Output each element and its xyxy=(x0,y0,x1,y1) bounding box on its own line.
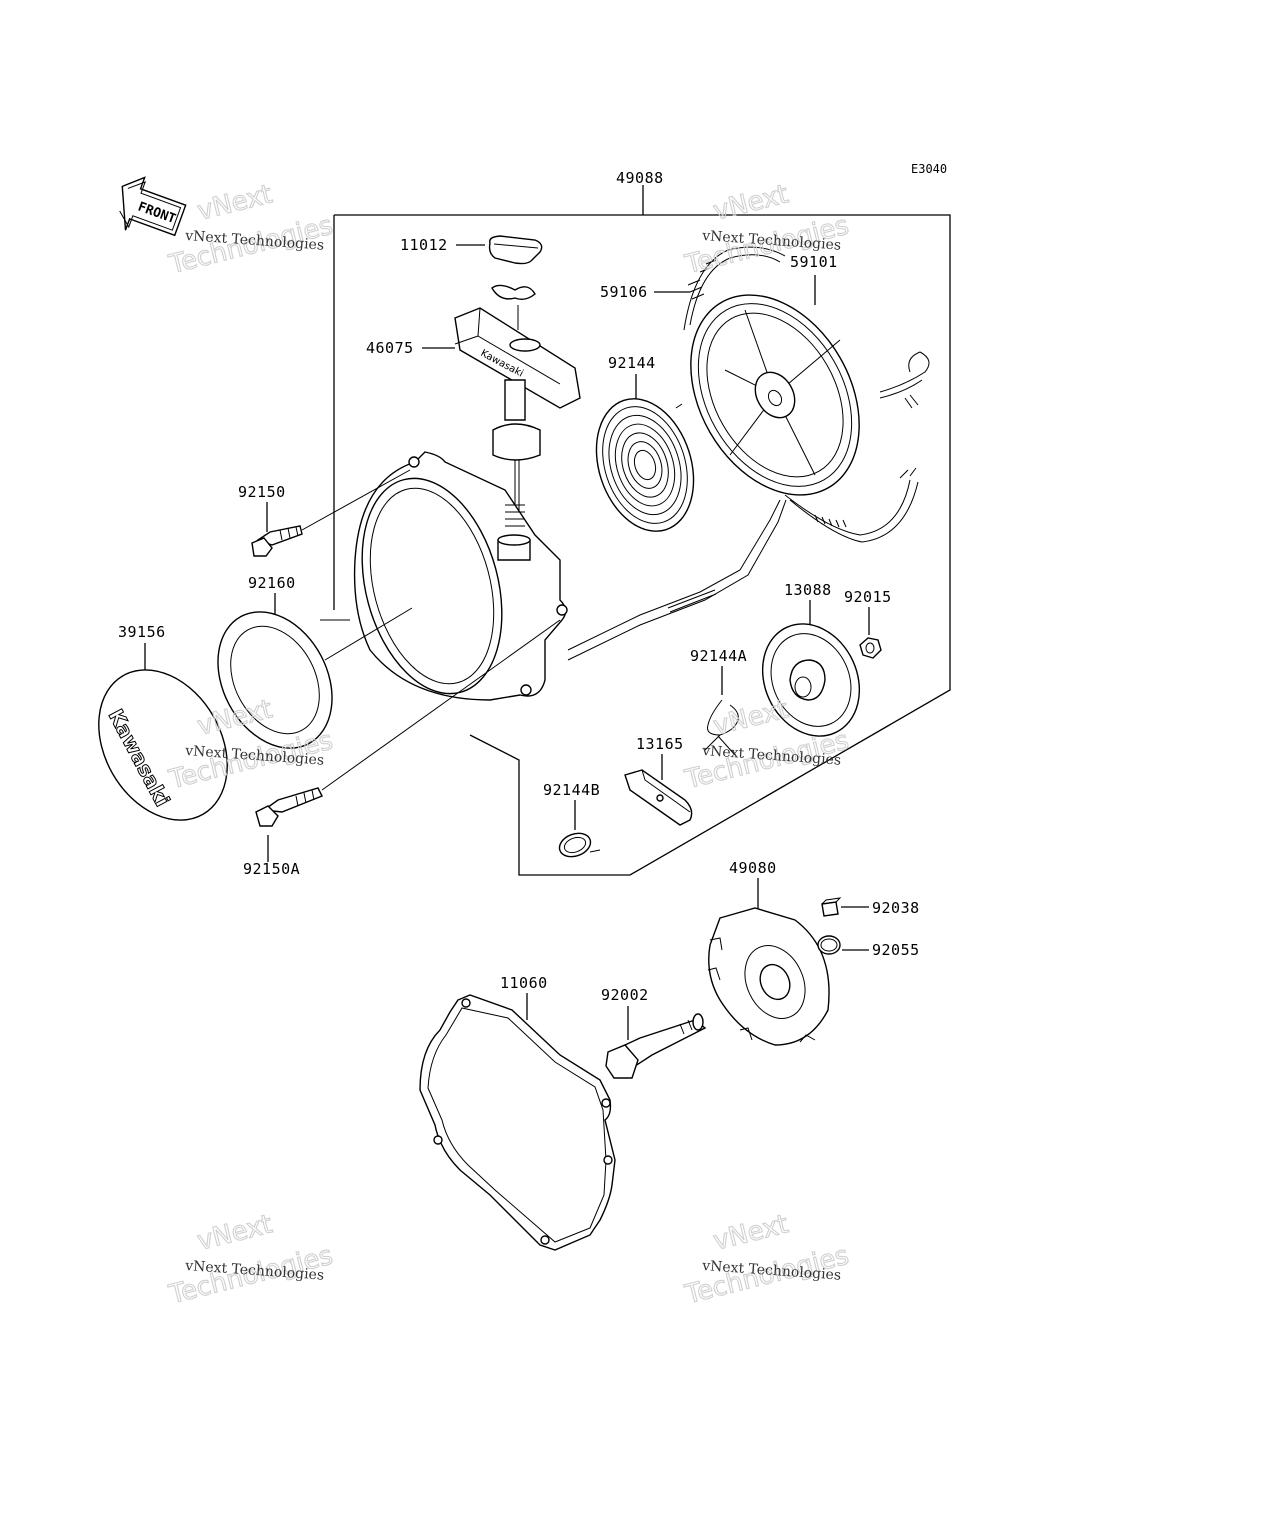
svg-text:92015: 92015 xyxy=(844,588,892,606)
svg-text:13165: 13165 xyxy=(636,735,684,753)
svg-text:92160: 92160 xyxy=(248,574,296,592)
spring-59106 xyxy=(683,246,786,331)
svg-text:11060: 11060 xyxy=(500,974,548,992)
svg-text:92144A: 92144A xyxy=(690,647,747,665)
recoil-housing xyxy=(353,451,568,701)
svg-text:92144B: 92144B xyxy=(543,781,600,799)
svg-text:59106: 59106 xyxy=(600,283,648,301)
bolt-92150 xyxy=(251,469,411,557)
assembly-49088-outline xyxy=(333,185,951,876)
svg-text:11012: 11012 xyxy=(400,236,448,254)
svg-text:49080: 49080 xyxy=(729,859,777,877)
pulley-49080 xyxy=(707,907,830,1046)
svg-text:92038: 92038 xyxy=(872,899,920,917)
svg-text:92150A: 92150A xyxy=(243,860,300,878)
rope xyxy=(514,460,787,661)
cap-11012 xyxy=(488,235,543,265)
label-11012: 11012 xyxy=(400,236,485,254)
label-39156: 39156 xyxy=(118,623,166,672)
oring-92055 xyxy=(817,935,841,955)
svg-text:92144: 92144 xyxy=(608,354,656,372)
label-49080: 49080 xyxy=(729,859,777,910)
label-46075: 46075 xyxy=(366,339,455,357)
reel-59101 xyxy=(690,294,930,543)
front-arrow-icon: FRONT xyxy=(119,176,187,237)
key-92038 xyxy=(821,897,842,917)
bolt-92150A xyxy=(255,619,561,827)
cover-39156: Kawasaki xyxy=(98,669,228,821)
label-92144B: 92144B xyxy=(543,781,600,830)
label-92144A: 92144A xyxy=(690,647,747,695)
svg-text:49088: 49088 xyxy=(616,169,664,187)
label-59106: 59106 xyxy=(600,283,690,301)
label-13165: 13165 xyxy=(636,735,684,780)
pawl-13165 xyxy=(624,769,693,826)
label-11060: 11060 xyxy=(500,974,548,1020)
svg-text:vNext: vNext xyxy=(710,179,791,226)
bolt-92002 xyxy=(605,1013,707,1079)
svg-text:39156: 39156 xyxy=(118,623,166,641)
label-49088: 49088 xyxy=(616,169,664,187)
label-13088: 13088 xyxy=(784,581,832,630)
svg-text:92002: 92002 xyxy=(601,986,649,1004)
label-92002: 92002 xyxy=(601,986,649,1040)
ratchet-13088 xyxy=(761,623,861,737)
svg-text:92150: 92150 xyxy=(238,483,286,501)
label-92055: 92055 xyxy=(842,941,920,959)
label-92015: 92015 xyxy=(844,588,892,635)
gasket-11060 xyxy=(419,994,616,1251)
handle-46075: Kawasaki xyxy=(454,284,581,461)
label-92150A: 92150A xyxy=(243,835,300,878)
nut-92015 xyxy=(859,637,882,659)
spring-92144 xyxy=(595,398,695,532)
label-92038: 92038 xyxy=(841,899,920,917)
plate-92160 xyxy=(217,611,333,749)
svg-text:59101: 59101 xyxy=(790,253,838,271)
svg-text:vNext: vNext xyxy=(710,1209,791,1256)
spring-92144B xyxy=(558,832,601,858)
assembly-projection-lines xyxy=(320,607,413,661)
label-92150: 92150 xyxy=(238,483,286,532)
svg-text:46075: 46075 xyxy=(366,339,414,357)
svg-text:vNext: vNext xyxy=(194,179,275,226)
spring-92144A xyxy=(704,699,739,756)
label-92144: 92144 xyxy=(608,354,656,405)
diagram-code: E3040 xyxy=(911,162,947,176)
svg-text:vNext: vNext xyxy=(710,694,791,741)
svg-text:13088: 13088 xyxy=(784,581,832,599)
label-59101: 59101 xyxy=(790,253,838,305)
svg-text:vNext: vNext xyxy=(194,1209,275,1256)
svg-text:92055: 92055 xyxy=(872,941,920,959)
